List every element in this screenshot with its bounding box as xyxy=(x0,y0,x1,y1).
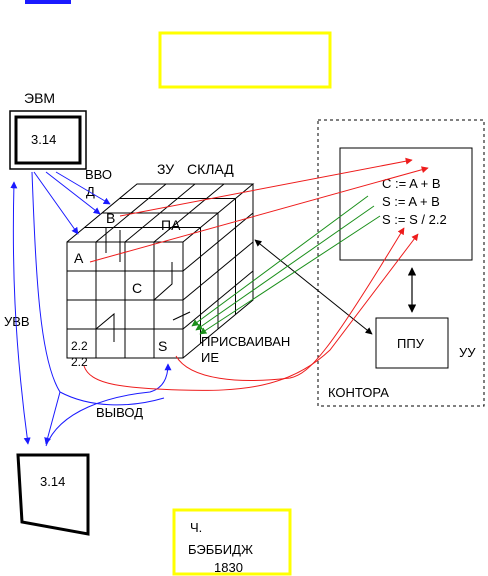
cell-s-label: S xyxy=(158,338,167,354)
corner-blue-bar xyxy=(25,0,71,4)
input-label: ВВО xyxy=(85,167,112,182)
io-arrows xyxy=(10,171,172,447)
credit-initial: Ч. xyxy=(190,520,202,535)
data-flow-arrows xyxy=(83,157,429,391)
control-unit-label: УУ xyxy=(459,345,476,360)
cell-b-label: B xyxy=(106,210,115,226)
cell-c-label: C xyxy=(132,280,142,296)
io-device-label: УВВ xyxy=(4,314,30,329)
program-line-2: S := A + B xyxy=(382,194,440,209)
cell-value-2: 2.2 xyxy=(71,355,88,369)
printer-value: 3.14 xyxy=(40,474,65,489)
cell-value-1: 2.2 xyxy=(71,339,88,353)
input-label-continued: Д xyxy=(86,184,95,199)
memory-label: ПА xyxy=(161,217,181,233)
credit-frame xyxy=(172,508,292,576)
credit-year: 1830 xyxy=(214,560,243,575)
assign-label: ПРИСВАИВАН xyxy=(201,334,290,349)
output-label: ВЫВОД xyxy=(96,405,143,420)
program-panel xyxy=(339,147,473,261)
assignment-arrows xyxy=(191,195,381,335)
office-label: КОНТОРА xyxy=(328,385,389,400)
control-office-frame xyxy=(317,119,485,407)
credit-name: БЭББИДЖ xyxy=(188,542,253,557)
program-line-1: C := A + B xyxy=(382,176,441,191)
store-label: СКЛАД xyxy=(187,161,234,177)
assign-label-continued: ИЕ xyxy=(201,350,219,365)
computer-label: ЭВМ xyxy=(24,90,55,106)
printer xyxy=(16,453,90,536)
computer-screen xyxy=(14,115,82,165)
processor-unit-label: ППУ xyxy=(397,336,425,351)
computer-monitor xyxy=(9,110,87,170)
cube-processor-link xyxy=(254,239,373,335)
processor-unit xyxy=(375,317,449,369)
cell-a-label: A xyxy=(74,250,84,266)
computer-screen-value: 3.14 xyxy=(31,132,56,147)
title-frame xyxy=(158,31,332,89)
program-line-3: S := S / 2.2 xyxy=(382,212,447,227)
memory-unit-label: ЗУ xyxy=(157,161,174,177)
